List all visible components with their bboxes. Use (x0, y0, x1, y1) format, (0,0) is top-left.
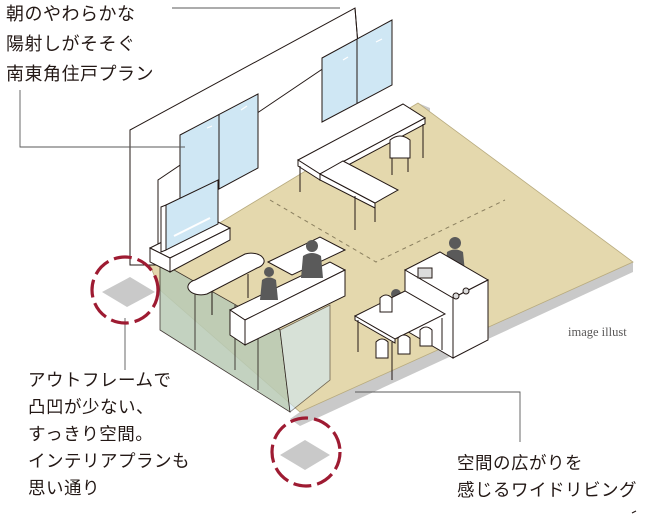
desk (297, 103, 426, 230)
tv (160, 179, 219, 253)
desk-chair (389, 135, 411, 175)
room-divider-dashed (269, 199, 506, 263)
corner-marker-lower (270, 416, 342, 488)
caption-sunlight-plan: 朝のやわらかな 陽射しがそそぐ 南東角住戸プラン (6, 4, 154, 85)
leader-lines (19, 7, 521, 442)
tick-mark (631, 510, 637, 514)
image-illust-note: image illust (568, 325, 627, 339)
window-left (179, 93, 259, 211)
caption-outframe: アウトフレームで 凸凹が少ない、 すっきり空間。 インテリアプランも 思い通り (28, 371, 190, 499)
kitchen-island (403, 251, 490, 359)
caption-wide-living: 空間の広がりを 感じるワイドリビング (457, 454, 637, 501)
dining-table (353, 290, 447, 380)
dining-chairs (375, 294, 433, 359)
coffee-table (187, 252, 265, 315)
corner-marker-upper (90, 255, 160, 325)
window-right (321, 19, 393, 123)
partition-panel-right (279, 304, 331, 413)
